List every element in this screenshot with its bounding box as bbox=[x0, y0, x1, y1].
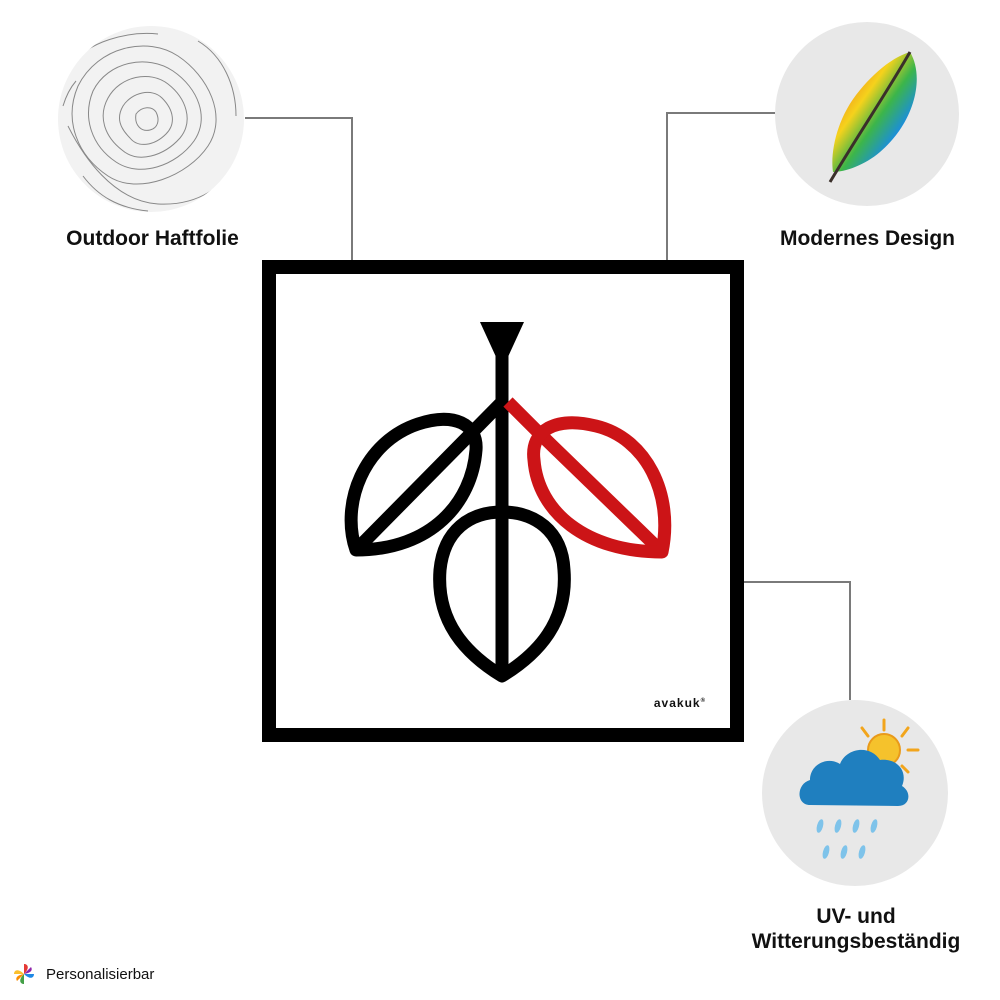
brand-logo: avakuk® bbox=[654, 696, 706, 710]
brand-registered-mark: ® bbox=[700, 698, 706, 704]
weather-feature-circle bbox=[762, 700, 948, 886]
personalisierbar-label: Personalisierbar bbox=[46, 965, 155, 983]
weather-label-line2: Witterungsbeständig bbox=[751, 930, 961, 954]
brand-name: avakuk bbox=[653, 696, 701, 710]
personalisierbar-badge: Personalisierbar bbox=[12, 962, 154, 986]
sign-frame: avakuk® bbox=[262, 260, 744, 742]
leaf-branch-icon bbox=[344, 322, 672, 683]
weather-feature-label: UV- und Witterungsbeständig bbox=[712, 904, 1000, 954]
weather-label-line1: UV- und bbox=[816, 905, 896, 928]
topographic-texture-icon bbox=[62, 33, 239, 212]
connector-outdoor bbox=[245, 117, 353, 280]
outdoor-feature-label: Outdoor Haftfolie bbox=[66, 227, 239, 250]
design-feature-label: Modernes Design bbox=[779, 227, 956, 250]
pinwheel-icon bbox=[14, 964, 34, 984]
design-feature-circle bbox=[775, 22, 959, 206]
rainbow-feather-icon bbox=[828, 51, 917, 183]
connector-weather bbox=[703, 581, 851, 700]
outdoor-feature-circle bbox=[58, 26, 244, 212]
cloud-sun-rain-icon bbox=[799, 718, 920, 859]
